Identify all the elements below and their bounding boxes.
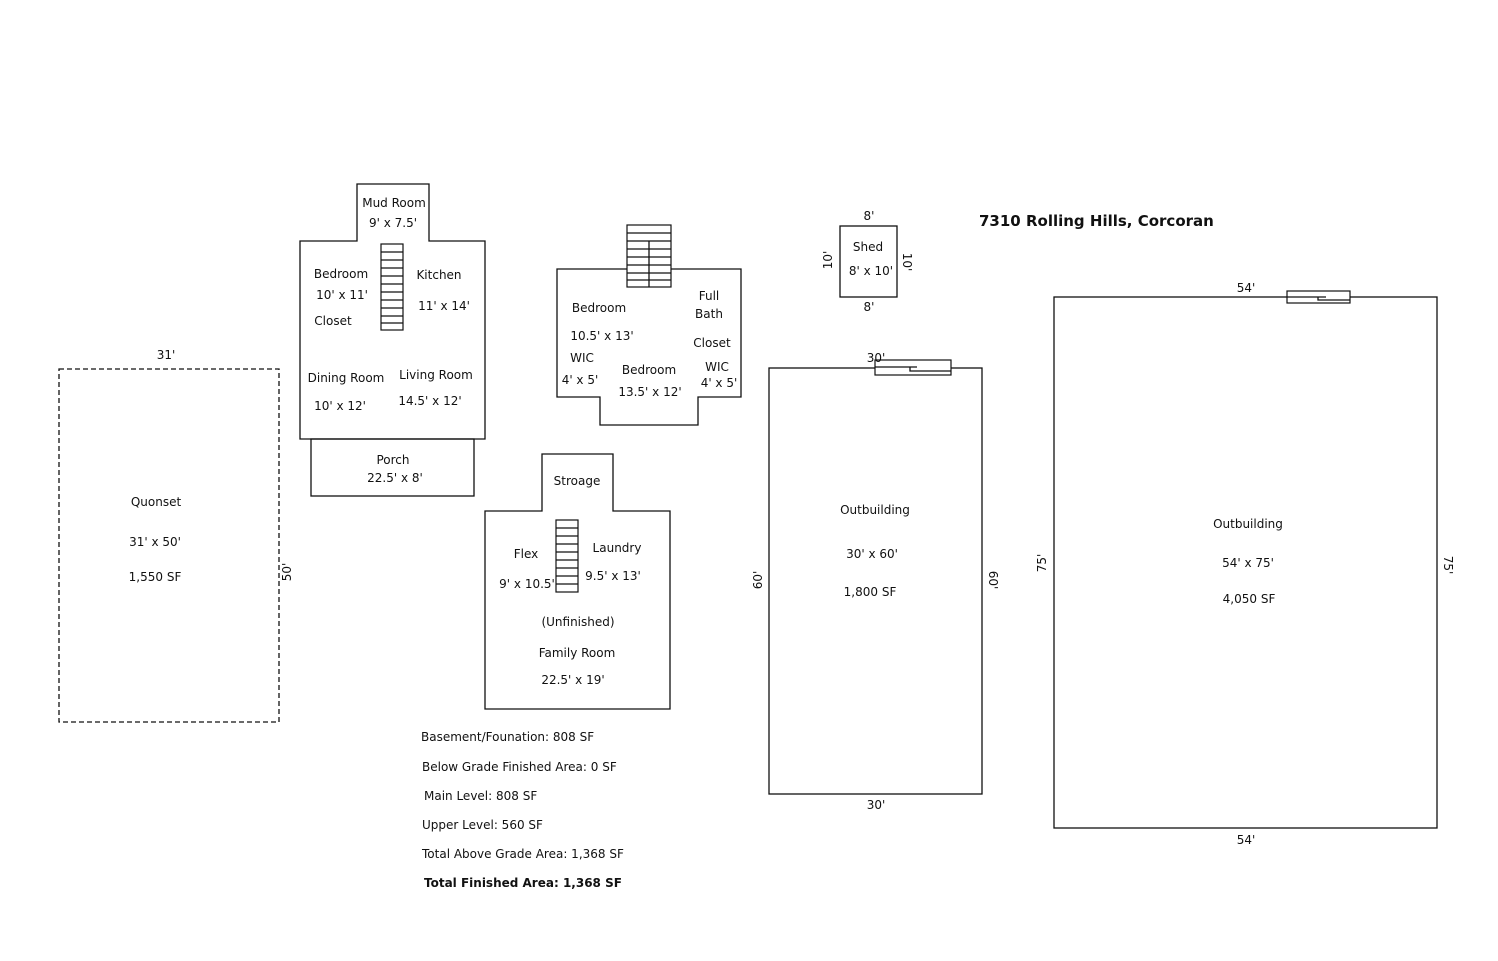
outbuilding-1-outline: [768, 367, 983, 795]
wic1-label: WIC: [570, 351, 594, 365]
quonset-outline: [58, 368, 280, 723]
main-bedroom-label: Bedroom: [314, 267, 368, 281]
shed-dim-left: 10': [821, 251, 835, 270]
outbuilding-1-dim-top: 30': [867, 351, 886, 365]
outbuilding-1-label: Outbuilding: [840, 503, 910, 517]
main-level-plan: Mud Room 9' x 7.5' Bedroom 10' x 11' Clo…: [299, 183, 486, 497]
summary-basement: Basement/Founation: 808 SF: [421, 730, 594, 744]
mud-room-label: Mud Room: [362, 196, 426, 210]
upper-level-stairs: [626, 224, 672, 288]
shed-label: Shed: [853, 240, 883, 254]
full-bath-label-line1: Full: [699, 289, 720, 303]
summary-upper-level: Upper Level: 560 SF: [422, 818, 543, 832]
quonset-area: 1,550 SF: [129, 570, 182, 584]
main-level-outline: [299, 183, 486, 440]
quonset-size: 31' x 50': [129, 535, 181, 549]
basement-outline: [484, 453, 671, 710]
kitchen-label: Kitchen: [416, 268, 461, 282]
summary-total-finished: Total Finished Area: 1,368 SF: [424, 876, 622, 890]
family-room-size: 22.5' x 19': [541, 673, 604, 687]
family-room-label: Family Room: [539, 646, 616, 660]
summary-total-above-grade: Total Above Grade Area: 1,368 SF: [421, 847, 624, 861]
quonset-dim-top: 31': [157, 348, 176, 362]
quonset-label: Quonset: [131, 495, 182, 509]
outbuilding-1-size: 30' x 60': [846, 547, 898, 561]
outbuilding-2-door: [1286, 290, 1351, 304]
flex-label: Flex: [514, 547, 539, 561]
outbuilding-2-dim-bottom: 54': [1237, 833, 1256, 847]
outbuilding-2-area: 4,050 SF: [1223, 592, 1276, 606]
basement-stairs: [555, 519, 579, 593]
outbuilding-2-label: Outbuilding: [1213, 517, 1283, 531]
wic2-size: 4' x 5': [701, 376, 738, 390]
quonset-dim-right: 50': [280, 563, 294, 582]
full-bath-label-line2: Bath: [695, 307, 723, 321]
upper-closet-label: Closet: [693, 336, 731, 350]
porch-size: 22.5' x 8': [367, 471, 423, 485]
porch-label: Porch: [376, 453, 409, 467]
outbuilding-1-dim-right: 60': [986, 571, 1000, 590]
shed-dim-top: 8': [864, 209, 875, 223]
outbuilding-1-area: 1,800 SF: [844, 585, 897, 599]
outbuilding-1: 30' 30' 60' 60' Outbuilding 30' x 60' 1,…: [751, 351, 1000, 812]
porch-outline: [310, 438, 475, 497]
living-room-size: 14.5' x 12': [398, 394, 461, 408]
storage-label: Stroage: [554, 474, 601, 488]
dining-room-label: Dining Room: [308, 371, 385, 385]
outbuilding-2: 54' 54' 75' 75' Outbuilding 54' x 75' 4,…: [1035, 281, 1455, 847]
outbuilding-1-door: [874, 359, 952, 376]
upper-level-outline: [556, 268, 742, 426]
main-closet-label: Closet: [314, 314, 352, 328]
outbuilding-1-dim-bottom: 30': [867, 798, 886, 812]
outbuilding-2-outline: [1053, 296, 1438, 829]
shed-building: 8' 8' 10' 10' Shed 8' x 10': [821, 209, 914, 314]
upper-bedroom1-size: 10.5' x 13': [570, 329, 633, 343]
summary-main-level: Main Level: 808 SF: [424, 789, 537, 803]
flex-size: 9' x 10.5': [499, 577, 555, 591]
laundry-size: 9.5' x 13': [585, 569, 641, 583]
outbuilding-2-dim-right: 75': [1441, 556, 1455, 575]
area-summary: Basement/Founation: 808 SF Below Grade F…: [421, 730, 624, 890]
mud-room-size: 9' x 7.5': [369, 216, 417, 230]
dining-room-size: 10' x 12': [314, 399, 366, 413]
shed-size: 8' x 10': [849, 264, 893, 278]
wic2-label: WIC: [705, 360, 729, 374]
outbuilding-2-dim-top: 54': [1237, 281, 1256, 295]
shed-dim-bottom: 8': [864, 300, 875, 314]
outbuilding-1-dim-left: 60': [751, 571, 765, 590]
upper-bedroom2-label: Bedroom: [622, 363, 676, 377]
main-bedroom-size: 10' x 11': [316, 288, 368, 302]
shed-dim-right: 10': [900, 253, 914, 272]
shed-outline: [839, 225, 898, 298]
outbuilding-2-size: 54' x 75': [1222, 556, 1274, 570]
living-room-label: Living Room: [399, 368, 473, 382]
main-level-stairs: [380, 243, 404, 331]
basement-plan: Stroage Flex 9' x 10.5' Laundry 9.5' x 1…: [484, 453, 671, 710]
laundry-label: Laundry: [593, 541, 642, 555]
kitchen-size: 11' x 14': [418, 299, 470, 313]
unfinished-label: (Unfinished): [541, 615, 614, 629]
property-title: 7310 Rolling Hills, Corcoran: [979, 212, 1214, 230]
upper-level-plan: Bedroom 10.5' x 13' Full Bath Closet WIC…: [556, 224, 742, 426]
quonset-building: 31' 50' Quonset 31' x 50' 1,550 SF: [58, 348, 294, 723]
upper-bedroom2-size: 13.5' x 12': [618, 385, 681, 399]
wic1-size: 4' x 5': [562, 373, 599, 387]
outbuilding-2-dim-left: 75': [1035, 554, 1049, 573]
summary-below-grade: Below Grade Finished Area: 0 SF: [422, 760, 617, 774]
upper-bedroom1-label: Bedroom: [572, 301, 626, 315]
